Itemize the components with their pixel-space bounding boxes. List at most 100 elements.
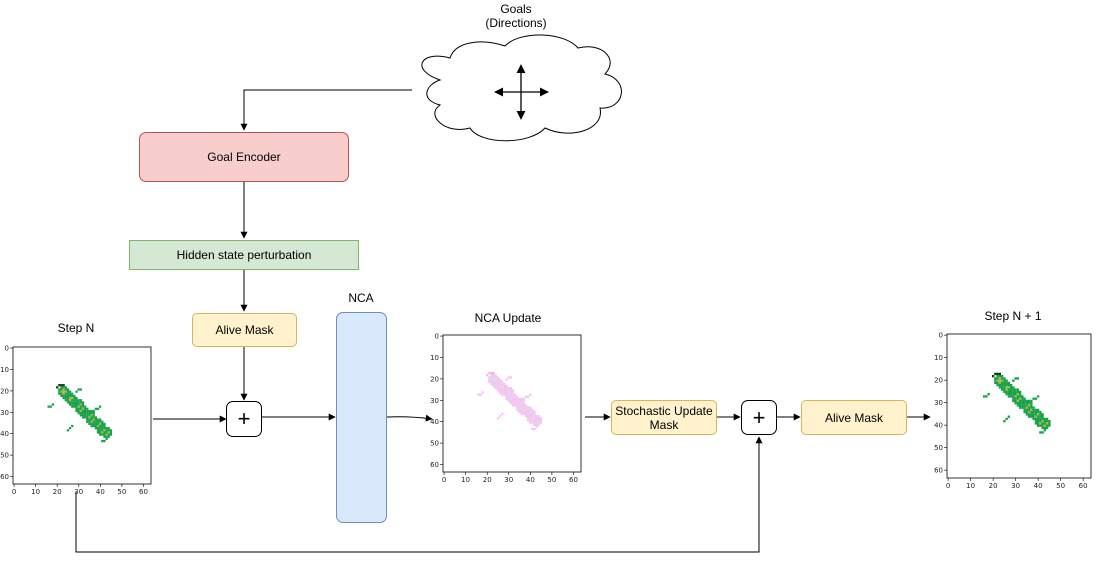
pixel-cell (81, 412, 85, 415)
pixel-cell (505, 391, 508, 394)
pixel-cell (492, 384, 495, 388)
pixel-cell (60, 392, 63, 395)
pixel-cell (1027, 408, 1031, 412)
pixel-cell (531, 412, 534, 416)
pixel-cell (58, 390, 61, 393)
pixel-cell (1039, 411, 1042, 414)
pixel-cell (518, 397, 521, 401)
plot-title-nca-update: NCA Update (474, 311, 542, 325)
pixel-cell (103, 431, 106, 434)
pixel-cell (77, 412, 80, 415)
pixel-cell (94, 424, 97, 428)
pixel-cell (490, 380, 493, 383)
pixel-cell (107, 433, 110, 436)
goals-title: Goals (500, 2, 532, 16)
pixel-cell (524, 404, 527, 407)
pixel-cell (1030, 413, 1033, 416)
pixel-cell (524, 415, 527, 418)
pixel-cell (1000, 381, 1004, 385)
pixel-cell (1025, 399, 1029, 403)
pixel-cell (1034, 417, 1038, 421)
pixel-cell (68, 427, 72, 430)
pixel-cell (1014, 402, 1017, 405)
pixel-cell (1009, 393, 1013, 396)
pixel-cell (1012, 395, 1015, 398)
pixel-cell (1032, 411, 1035, 414)
pixel-cell (1041, 424, 1044, 427)
pixel-cell (537, 421, 540, 424)
pixel-cell (1041, 417, 1044, 421)
pixel-cell (81, 401, 85, 404)
pixel-cell (79, 401, 82, 404)
pixel-cell (488, 378, 491, 381)
pixel-cell (1027, 399, 1031, 403)
pixel-cell (64, 396, 67, 400)
pixel-cell (1005, 388, 1008, 391)
pixel-cell (509, 397, 512, 401)
pixel-cell (88, 409, 91, 413)
pixel-cell (88, 422, 91, 425)
y-tick-label: 10 (934, 354, 943, 362)
pixel-cell (1025, 406, 1029, 409)
pixel-cell (71, 394, 74, 398)
pixel-cell (73, 396, 76, 400)
pixel-cell (503, 391, 506, 394)
pixel-cell (516, 406, 519, 409)
pixel-cell (81, 414, 85, 417)
plus-node-2: + (741, 400, 777, 435)
pixel-cell (1016, 397, 1020, 400)
pixel-cell (529, 406, 532, 409)
pixel-cell (494, 374, 497, 377)
pixel-cell (1000, 386, 1004, 389)
pixel-cell (1016, 395, 1020, 398)
pixel-cell (1025, 413, 1029, 416)
pixel-cell (514, 397, 517, 401)
pixel-cell (94, 416, 97, 419)
pixel-cell (1036, 408, 1040, 412)
pixel-cell (1025, 411, 1029, 414)
pixel-cell (88, 414, 91, 417)
pixel-cell (994, 379, 997, 382)
pixel-cell (92, 420, 95, 423)
pixel-cell (96, 431, 100, 434)
pixel-cell (1023, 406, 1026, 409)
pixel-cell (533, 421, 536, 424)
pixel-cell (99, 424, 102, 428)
pixel-cell (75, 409, 78, 413)
pixel-cell (529, 412, 532, 416)
y-tick-label: 0 (5, 345, 9, 353)
pixel-cell (109, 431, 113, 434)
pixel-cell (60, 388, 63, 391)
pixel-cell (518, 400, 521, 403)
pixel-cell (1041, 413, 1044, 416)
pixel-cell (88, 412, 91, 415)
pixel-cell (494, 380, 497, 383)
pixel-cell (514, 400, 517, 403)
pixel-cell (539, 417, 543, 420)
pixel-cell (71, 403, 74, 406)
alive-mask-box-1: Alive Mask (192, 313, 297, 347)
pixel-cell (994, 381, 997, 385)
y-tick-label: 60 (934, 467, 943, 475)
pixel-cell (492, 372, 495, 375)
pixel-cell (511, 389, 515, 392)
pixel-cell (501, 412, 504, 416)
pixel-cell (86, 416, 89, 419)
pixel-cell (1014, 395, 1017, 398)
pixel-cell (92, 418, 95, 421)
pixel-cell (77, 407, 80, 410)
pixel-cell (537, 423, 540, 426)
pixel-cell (509, 395, 512, 398)
pixel-cell (1007, 381, 1011, 385)
pixel-cell (68, 396, 72, 400)
plus-symbol: + (237, 406, 251, 431)
pixel-cell (1016, 393, 1020, 396)
pixel-cell (1030, 402, 1033, 405)
pixel-cell (516, 402, 519, 405)
pixel-cell (1030, 399, 1033, 403)
pixel-cell (520, 402, 523, 405)
x-tick-label: 30 (74, 488, 83, 496)
pixel-cell (84, 409, 87, 413)
pixel-cell (68, 399, 72, 402)
